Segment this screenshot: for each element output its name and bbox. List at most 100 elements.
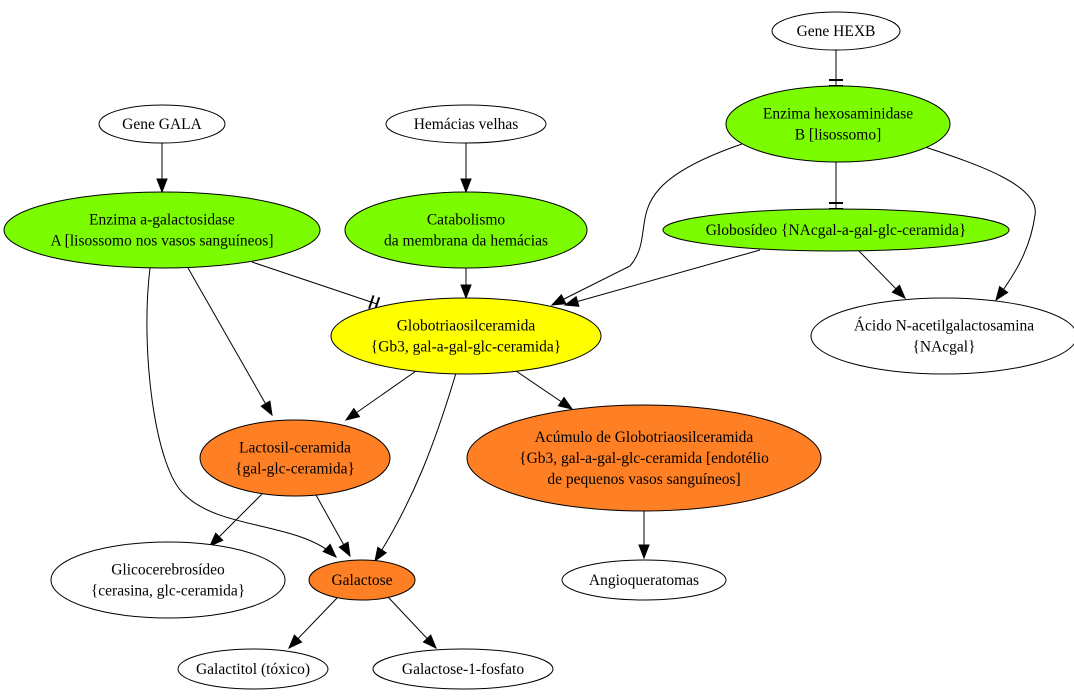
arrowhead xyxy=(344,407,361,421)
arrowhead xyxy=(995,285,1009,302)
edge-galactose-to-galactose1p xyxy=(387,596,437,650)
arrowhead xyxy=(288,634,303,650)
node-globosideo: Globosídeo {NAcgal-a-gal-glc-ceramida} xyxy=(662,208,1010,252)
node-label-line: Acúmulo de Globotriaosilceramida xyxy=(535,429,754,446)
edge-line xyxy=(146,267,337,558)
node-hexb-gene: Gene HEXB xyxy=(771,11,901,51)
arrowhead xyxy=(260,400,273,417)
node-catabolismo-shape xyxy=(344,191,588,269)
edge-lactosil-to-glicocerebrosideo xyxy=(209,493,263,547)
edge-globosideo-to-nacgal xyxy=(857,249,906,299)
arrowhead xyxy=(563,295,580,307)
node-hexosaminidase-shape xyxy=(725,85,951,163)
node-label-line: Ácido N-acetilgalactosamina xyxy=(854,318,1034,335)
arrowhead xyxy=(209,532,224,547)
edge-line xyxy=(564,249,761,306)
edge-hemacias-to-catabolismo xyxy=(460,143,472,194)
edge-gb3-to-lactosil xyxy=(344,370,417,421)
edge-acumulo-to-angioqueratomas xyxy=(638,511,650,560)
node-hemacias-shape xyxy=(385,104,547,144)
node-label-line: Gene HEXB xyxy=(797,23,876,40)
edges-layer xyxy=(146,50,1036,650)
inhibition-bar xyxy=(368,295,375,310)
node-label-line: {NAcgal} xyxy=(912,339,975,356)
arrowhead xyxy=(156,178,168,194)
nodes-layer: Gene GALA Hemácias velhas Gene HEXB Enzima … xyxy=(3,11,1074,690)
node-label-line: {gal-glc-ceramida} xyxy=(235,461,355,478)
node-label-line: de pequenos vasos sanguíneos] xyxy=(547,471,740,488)
edge-line xyxy=(921,145,1036,301)
node-gb3: Globotriaosilceramida {Gb3, gal-a-gal-glc… xyxy=(330,297,602,375)
node-lactosil: Lactosil-ceramida {gal-glc-ceramida} xyxy=(199,419,391,497)
node-lactosil-shape xyxy=(199,419,391,497)
node-angioqueratomas-shape xyxy=(561,559,727,601)
node-gb3-shape xyxy=(330,297,602,375)
node-label-line: Gene GALA xyxy=(122,116,202,133)
edge-line xyxy=(374,372,457,562)
node-label-line: Lactosil-ceramida xyxy=(239,440,351,457)
edge-line xyxy=(187,267,273,416)
edge-catabolismo-to-gb3 xyxy=(460,268,472,300)
node-nacgal: Ácido N-acetilgalactosamina {NAcgal} xyxy=(810,297,1074,375)
edge-globosideo-to-gb3 xyxy=(563,249,761,307)
node-alpha-gal: Enzima a-galactosidase A [lisossomo nos v… xyxy=(3,191,321,269)
node-alpha-gal-shape xyxy=(3,191,321,269)
node-galactose1p-shape xyxy=(372,648,554,690)
node-label-line: Galactose xyxy=(331,572,392,589)
node-label-line: Galactitol (tóxico) xyxy=(196,661,310,678)
edge-gala-gene-to-alpha-gal xyxy=(156,143,168,194)
node-hexb-gene-shape xyxy=(771,11,901,51)
node-label-line: {cerasina, glc-ceramida} xyxy=(91,583,245,600)
node-gala-gene: Gene GALA xyxy=(98,104,226,144)
node-glicocerebrosideo: Glicocerebrosídeo {cerasina, glc-ceramida… xyxy=(50,541,286,619)
node-label-line: Hemácias velhas xyxy=(414,116,519,133)
node-label-line: Globotriaosilceramida xyxy=(397,318,536,335)
node-label-line: Galactose-1-fosfato xyxy=(402,661,524,678)
node-angioqueratomas: Angioqueratomas xyxy=(561,559,727,601)
node-label-line: {Gb3, gal-a-gal-glc-ceramida} xyxy=(371,339,561,356)
edge-hexosaminidase-to-nacgal xyxy=(921,145,1036,302)
arrowhead xyxy=(557,396,574,410)
edge-alpha-gal-to-galactose xyxy=(146,267,337,558)
arrowhead xyxy=(322,543,337,558)
node-acumulo: Acúmulo de Globotriaosilceramida {Gb3, ga… xyxy=(466,404,822,512)
edge-hexosaminidase-to-globosideo xyxy=(829,162,843,210)
arrowhead xyxy=(460,284,472,300)
edge-line xyxy=(251,261,378,305)
node-catabolismo: Catabolismo da membrana da hemácias xyxy=(344,191,588,269)
node-label-line: Enzima a-galactosidase xyxy=(89,212,235,229)
arrowhead xyxy=(374,546,388,563)
node-label-line: B [lisossomo] xyxy=(795,127,882,144)
node-label-line: Catabolismo xyxy=(427,212,506,229)
edge-gb3-to-galactose xyxy=(374,372,457,563)
node-hemacias: Hemácias velhas xyxy=(385,104,547,144)
edge-line xyxy=(345,370,417,421)
arrowhead xyxy=(638,544,650,560)
node-label-line: A [lisossomo nos vasos sanguíneos] xyxy=(50,233,273,250)
arrowhead xyxy=(460,178,472,194)
edge-line xyxy=(551,143,743,306)
node-galactose: Galactose xyxy=(308,559,416,601)
arrowhead xyxy=(891,284,906,299)
arrowhead xyxy=(338,541,351,558)
node-glicocerebrosideo-shape xyxy=(50,541,286,619)
arrowhead xyxy=(422,634,437,650)
node-label-line: Globosídeo {NAcgal-a-gal-glc-ceramida} xyxy=(706,222,967,239)
node-label-line: {Gb3, gal-a-gal-glc-ceramida [endotélio xyxy=(519,450,769,467)
node-globosideo-shape xyxy=(662,208,1010,252)
node-nacgal-shape xyxy=(810,297,1074,375)
arrowhead xyxy=(550,293,567,306)
edge-alpha-gal-to-lactosil xyxy=(187,267,273,417)
node-acumulo-shape xyxy=(466,404,822,512)
node-galactitol: Galactitol (tóxico) xyxy=(177,648,329,690)
edge-hexb-gene-to-hexosaminidase xyxy=(829,50,843,87)
node-gala-gene-shape xyxy=(98,104,226,144)
edge-gb3-to-acumulo xyxy=(515,370,574,410)
edge-lactosil-to-galactose xyxy=(315,494,351,558)
node-label-line: da membrana da hemácias xyxy=(384,233,548,250)
edge-alpha-gal-to-gb3 xyxy=(251,261,381,311)
edge-galactose-to-galactitol xyxy=(288,596,339,650)
node-label-line: Glicocerebrosídeo xyxy=(111,562,225,579)
